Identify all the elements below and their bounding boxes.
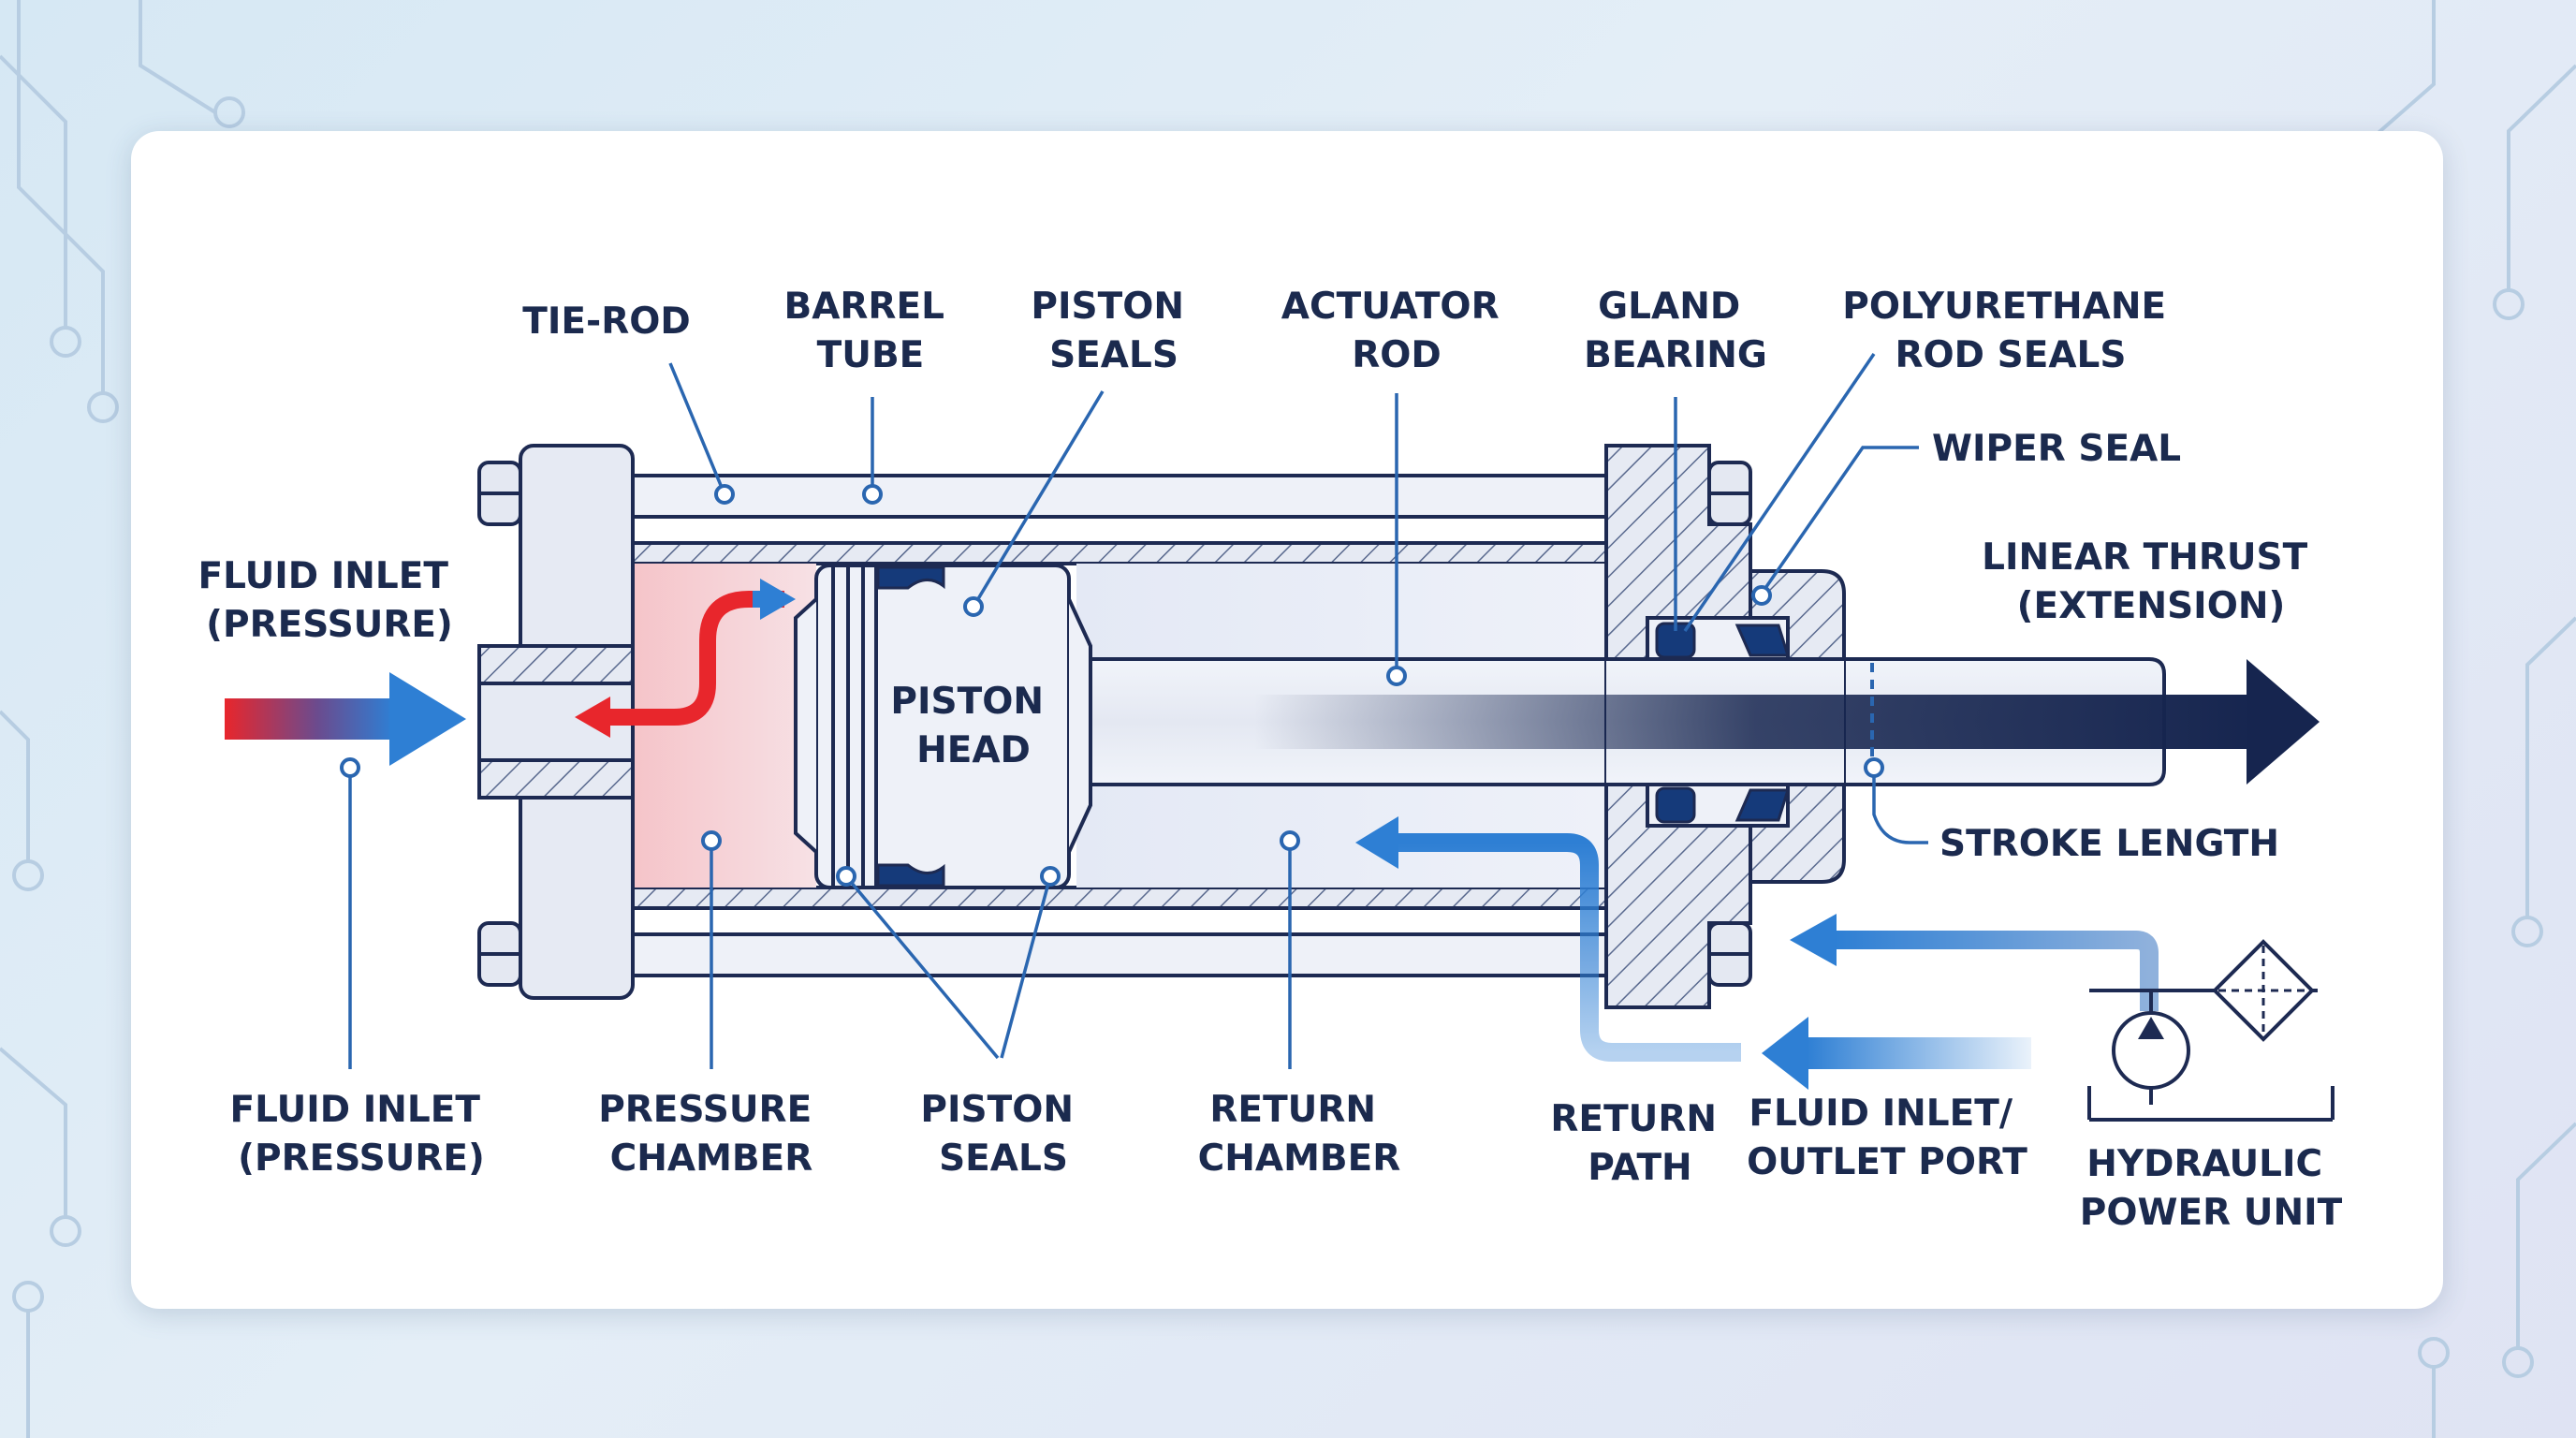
label-return-path: RETURN PATH	[1550, 1098, 1729, 1189]
tie-rod-top	[625, 474, 1621, 519]
tie-rod-nut-right-top	[1707, 461, 1752, 526]
hydraulic-pump-symbol	[2087, 989, 2334, 1122]
leader-dots	[340, 484, 1884, 887]
label-piston-seals-top: PISTON SEALS	[1031, 286, 1196, 376]
hydraulic-filter-symbol	[2212, 939, 2318, 1042]
leader-lines	[348, 353, 1928, 1069]
polyurethane-rod-seals	[1734, 624, 1791, 822]
piston-head	[794, 564, 1092, 889]
label-fluid-inlet-left: FLUID INLET (PRESSURE)	[198, 555, 461, 646]
barrel-tube-wall-bottom	[631, 886, 1608, 910]
barrel-tube-wall-top	[631, 541, 1608, 565]
label-tie-rod: TIE-ROD	[522, 301, 691, 343]
label-linear-thrust: LINEAR THRUST (EXTENSION)	[1982, 536, 2320, 627]
label-piston-seals-bottom: PISTON SEALS	[920, 1089, 1086, 1180]
label-stroke-length: STROKE LENGTH	[1939, 823, 2279, 865]
gland-bearing	[1655, 622, 1696, 824]
label-fluid-port: FLUID INLET/ OUTLET PORT	[1747, 1093, 2027, 1183]
piston-seal-bottom	[876, 863, 945, 888]
label-wiper-seal: WIPER SEAL	[1932, 428, 2181, 470]
tie-rod-bottom	[625, 932, 1621, 977]
label-piston-head: PISTON HEAD	[890, 681, 1056, 771]
linear-thrust-arrow	[1254, 659, 2320, 785]
pressure-flow-arrow	[575, 579, 796, 738]
label-return-chamber: RETURN CHAMBER	[1198, 1089, 1401, 1180]
tie-rod-nut-left-bottom	[477, 921, 522, 987]
return-path-arrow	[1355, 816, 1741, 1062]
label-gland-bearing: GLAND BEARING	[1584, 286, 1767, 376]
fluid-inlet-arrow	[225, 672, 466, 766]
label-hydraulic-power-unit: HYDRAULIC POWER UNIT	[2080, 1143, 2343, 1234]
fluid-port-arrow	[1762, 1017, 2031, 1090]
supply-line-arrow	[1790, 914, 2159, 1011]
piston-seal-top	[876, 565, 945, 590]
label-pressure-chamber: PRESSURE CHAMBER	[598, 1089, 825, 1180]
label-barrel-tube: BARREL TUBE	[783, 286, 957, 376]
tie-rod-nut-right-bottom	[1707, 921, 1752, 987]
label-polyurethane-rod-seals: POLYURETHANE ROD SEALS	[1842, 286, 2178, 376]
label-actuator-rod: ACTUATOR ROD	[1281, 286, 1512, 376]
label-fluid-inlet-bottom: FLUID INLET (PRESSURE)	[229, 1089, 492, 1180]
cap-end	[477, 444, 635, 1000]
tie-rod-nut-left-top	[477, 461, 522, 526]
